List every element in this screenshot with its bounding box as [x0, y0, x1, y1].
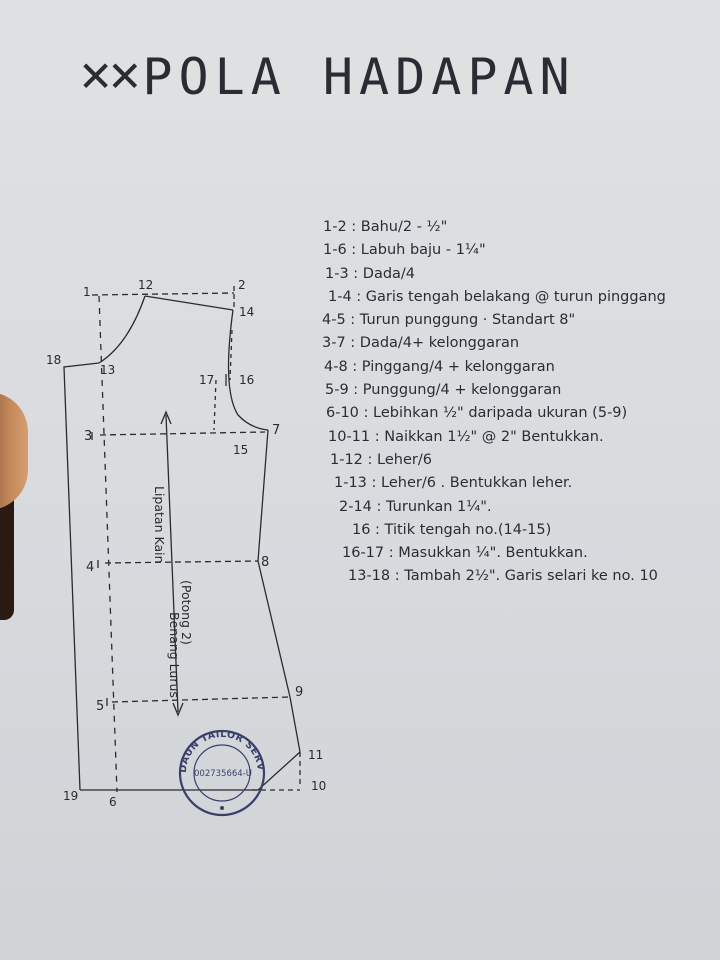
- grainline-arrow: [165, 414, 179, 713]
- arrow-head-bottom: [172, 702, 184, 717]
- page-title: POLA HADAPAN: [142, 48, 576, 106]
- line-1-2: [91, 292, 235, 296]
- point-label-6: 6: [109, 795, 117, 809]
- line-3-7: [99, 431, 266, 436]
- arrow-head-top: [160, 410, 172, 425]
- stamp-text: DAUN TAILOR SERVICES: [0, 0, 266, 773]
- line-4-8: [104, 560, 259, 564]
- fold-note: (Potong 2): [179, 580, 194, 645]
- finger-shadow: [0, 470, 14, 620]
- note-8: 5-9 : Punggung/4 + kelonggaran: [325, 382, 562, 399]
- point-label-15: 15: [233, 443, 248, 457]
- point-label-3: 3: [84, 429, 92, 444]
- point-label-7: 7: [272, 423, 280, 438]
- note-16: 13-18 : Tambah 2½". Garis selari ke no. …: [348, 568, 658, 585]
- point-label-16: 16: [239, 373, 254, 387]
- armhole-curve: [227, 309, 269, 431]
- note-6: 3-7 : Dada/4+ kelonggaran: [322, 335, 520, 352]
- fold-extension-line: [63, 362, 100, 791]
- company-stamp: DAUN TAILOR SERVICES 002735664-U: [0, 0, 266, 817]
- point-label-10: 10: [311, 779, 326, 793]
- neck-curve: [98, 295, 146, 364]
- hem-line: [80, 751, 301, 791]
- point-label-13: 13: [100, 363, 115, 377]
- note-5: 4-5 : Turun punggung · Standart 8": [322, 312, 576, 329]
- line-14-16: [229, 329, 233, 381]
- center-front-line: [98, 295, 118, 793]
- point-label-19: 19: [63, 789, 78, 803]
- cross-mark-icon: ✕✕: [78, 52, 142, 101]
- note-3: 1-3 : Dada/4: [325, 265, 416, 282]
- side-seam: [257, 429, 301, 753]
- note-14: 16 : Titik tengah no.(14-15): [352, 521, 552, 538]
- line-5-9: [111, 696, 291, 703]
- note-15: 16-17 : Masukkan ¼". Bentukkan.: [342, 545, 588, 562]
- point-label-11: 11: [308, 748, 323, 762]
- shoulder-line: [144, 295, 234, 311]
- svg-text:DAUN TAILOR SERVICES: DAUN TAILOR SERVICES: [0, 0, 266, 773]
- stamp-number: 002735664-U: [194, 769, 252, 779]
- point-label-14: 14: [239, 305, 254, 319]
- point-label-5: 5: [96, 699, 104, 714]
- point-label-9: 9: [295, 685, 303, 700]
- line-17-15: [213, 379, 217, 431]
- note-13: 2-14 : Turunkan 1¼".: [339, 498, 492, 515]
- note-12: 1-13 : Leher/6 . Bentukkan leher.: [334, 475, 573, 492]
- grainline-text: Benang Lurus: [167, 612, 182, 698]
- note-11: 1-12 : Leher/6: [330, 451, 432, 468]
- point-label-2: 2: [238, 278, 246, 292]
- note-1: 1-2 : Bahu/2 - ½": [323, 219, 448, 235]
- point-label-18: 18: [46, 353, 61, 367]
- fold-text: Lipatan Kain: [152, 486, 167, 564]
- note-10: 10-11 : Naikkan 1½" @ 2" Bentukkan.: [328, 428, 604, 445]
- note-9: 6-10 : Lebihkan ½" daripada ukuran (5-9): [326, 405, 628, 422]
- point-label-1: 1: [83, 285, 91, 299]
- point-label-8: 8: [261, 555, 269, 570]
- note-4: 1-4 : Garis tengah belakang @ turun ping…: [328, 288, 666, 305]
- note-7: 4-8 : Pinggang/4 + kelonggaran: [324, 358, 555, 375]
- point-label-17: 17: [199, 373, 214, 387]
- note-2: 1-6 : Labuh baju - 1¼": [323, 242, 486, 259]
- title: ✕✕ POLA HADAPAN: [78, 52, 576, 102]
- point-label-12: 12: [138, 278, 153, 292]
- measurement-notes: 1-2 : Bahu/2 - ½" 1-6 : Labuh baju - 1¼"…: [312, 216, 720, 589]
- point-label-4: 4: [86, 560, 94, 575]
